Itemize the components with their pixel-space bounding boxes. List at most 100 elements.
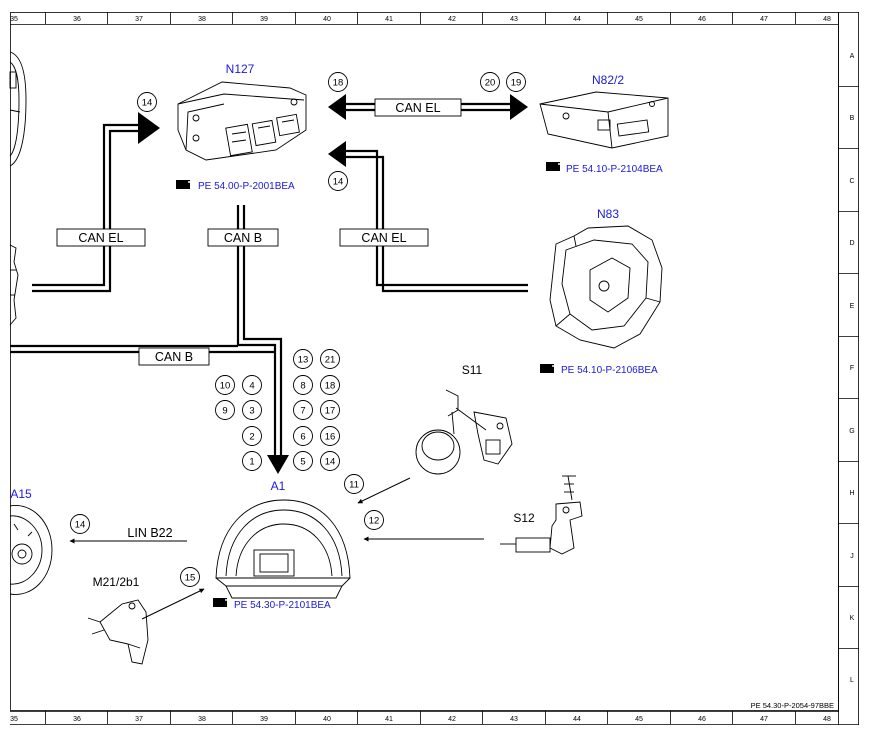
a1-instrument-cluster-drawing [215, 499, 351, 599]
signal-number: 21 [325, 355, 336, 366]
ref-link-a1[interactable]: PE 54.30-P-2101BEA [213, 598, 331, 611]
component-label-a15: A15 [10, 487, 32, 501]
ref-text-n127[interactable]: PE 54.00-P-2001BEA [198, 181, 295, 192]
row-label: F [850, 365, 854, 372]
can-b-label: CAN B [224, 231, 262, 245]
row-label: J [850, 553, 854, 560]
ref-text-a1[interactable]: PE 54.30-P-2101BEA [234, 600, 331, 611]
col-label: 47 [760, 16, 768, 23]
pointing-hand-icon [546, 162, 560, 171]
col-label: 38 [198, 716, 206, 723]
col-label: 37 [135, 716, 143, 723]
signal-number: 6 [300, 432, 305, 443]
signal-number: 15 [185, 573, 196, 584]
component-label-n83: N83 [597, 207, 619, 221]
signal-number: 14 [75, 520, 86, 531]
bus-wires [10, 94, 528, 474]
partial-device-left [9, 244, 19, 326]
signal-number: 10 [220, 381, 231, 392]
col-label: 45 [635, 716, 643, 723]
m21-2b1-sensor-drawing [87, 599, 149, 665]
row-ticks [838, 86, 859, 649]
signal-number: 14 [325, 457, 336, 468]
col-label: 35 [10, 16, 18, 23]
col-label: 35 [10, 716, 18, 723]
col-label: 44 [573, 16, 581, 23]
signal-number: 9 [222, 406, 227, 417]
signal-number: 18 [333, 78, 344, 89]
row-label: G [849, 428, 854, 435]
component-label-a1: A1 [271, 479, 286, 493]
n82-2-module-drawing [539, 91, 669, 149]
signal-number: 12 [369, 516, 380, 527]
col-label: 47 [760, 716, 768, 723]
pointing-hand-icon [540, 364, 554, 373]
col-label: 40 [323, 16, 331, 23]
signal-number: 17 [325, 406, 336, 417]
col-label: 41 [385, 16, 393, 23]
col-label: 36 [73, 16, 81, 23]
lin-b22-label: LIN B22 [127, 526, 172, 540]
component-label-n127: N127 [226, 62, 255, 76]
n127-module-drawing [177, 81, 307, 161]
col-label: 42 [448, 716, 456, 723]
can-el-label: CAN EL [395, 101, 440, 115]
can-el-label: CAN EL [361, 231, 406, 245]
signal-number: 16 [325, 432, 336, 443]
row-label: C [849, 178, 854, 185]
signal-number: 14 [333, 177, 344, 188]
signal-number: 2 [249, 432, 254, 443]
component-label-n82-2: N82/2 [592, 73, 624, 87]
signal-number: 19 [511, 78, 522, 89]
col-label: 36 [73, 716, 81, 723]
signal-number: 3 [249, 406, 254, 417]
signal-number: 8 [300, 381, 305, 392]
document-code: PE 54.30-P-2054-97BBE [751, 701, 834, 710]
col-label: 45 [635, 16, 643, 23]
col-label: 42 [448, 16, 456, 23]
signal-number: 4 [249, 381, 254, 392]
signal-arrows [69, 477, 484, 620]
n83-unit-drawing [549, 225, 663, 349]
pointing-hand-icon [213, 598, 227, 607]
col-label: 48 [823, 16, 831, 23]
row-label: A [850, 53, 855, 60]
signal-number: 18 [325, 381, 336, 392]
ref-link-n83[interactable]: PE 54.10-P-2106BEA [540, 364, 658, 376]
can-b-label: CAN B [155, 350, 193, 364]
col-label: 40 [323, 716, 331, 723]
component-label-s11: S11 [462, 363, 483, 377]
ref-text-n83[interactable]: PE 54.10-P-2106BEA [561, 365, 658, 376]
row-label: H [849, 490, 854, 497]
row-label: K [850, 615, 855, 622]
row-label: L [850, 677, 854, 684]
col-label: 43 [510, 16, 518, 23]
col-label: 41 [385, 716, 393, 723]
col-label: 46 [698, 16, 706, 23]
ref-text-n82-2[interactable]: PE 54.10-P-2104BEA [566, 164, 663, 175]
bus-labels: CAN EL CAN B CAN EL CAN EL CAN B [56, 98, 462, 366]
partial-device-top-left [9, 51, 27, 167]
signal-numbers: 14 18 20 19 14 11 12 14 15 10 4 9 3 2 1 … [70, 72, 526, 587]
component-label-s12: S12 [513, 511, 535, 525]
ref-link-n82-2[interactable]: PE 54.10-P-2104BEA [546, 162, 663, 175]
col-label: 43 [510, 716, 518, 723]
s12-switch-drawing [500, 475, 583, 555]
signal-number: 11 [349, 480, 359, 491]
col-label: 39 [260, 716, 268, 723]
row-label: D [849, 240, 854, 247]
row-label: B [850, 115, 855, 122]
col-label: 39 [260, 16, 268, 23]
can-el-label: CAN EL [78, 231, 123, 245]
col-label: 48 [823, 716, 831, 723]
col-label: 38 [198, 16, 206, 23]
s11-switch-drawing [415, 389, 513, 475]
ref-link-n127[interactable]: PE 54.00-P-2001BEA [176, 180, 295, 192]
sheet-frame [10, 12, 859, 725]
col-label: 37 [135, 16, 143, 23]
row-label: E [850, 303, 855, 310]
signal-number: 20 [485, 78, 496, 89]
signal-number: 13 [298, 355, 309, 366]
col-label: 46 [698, 716, 706, 723]
